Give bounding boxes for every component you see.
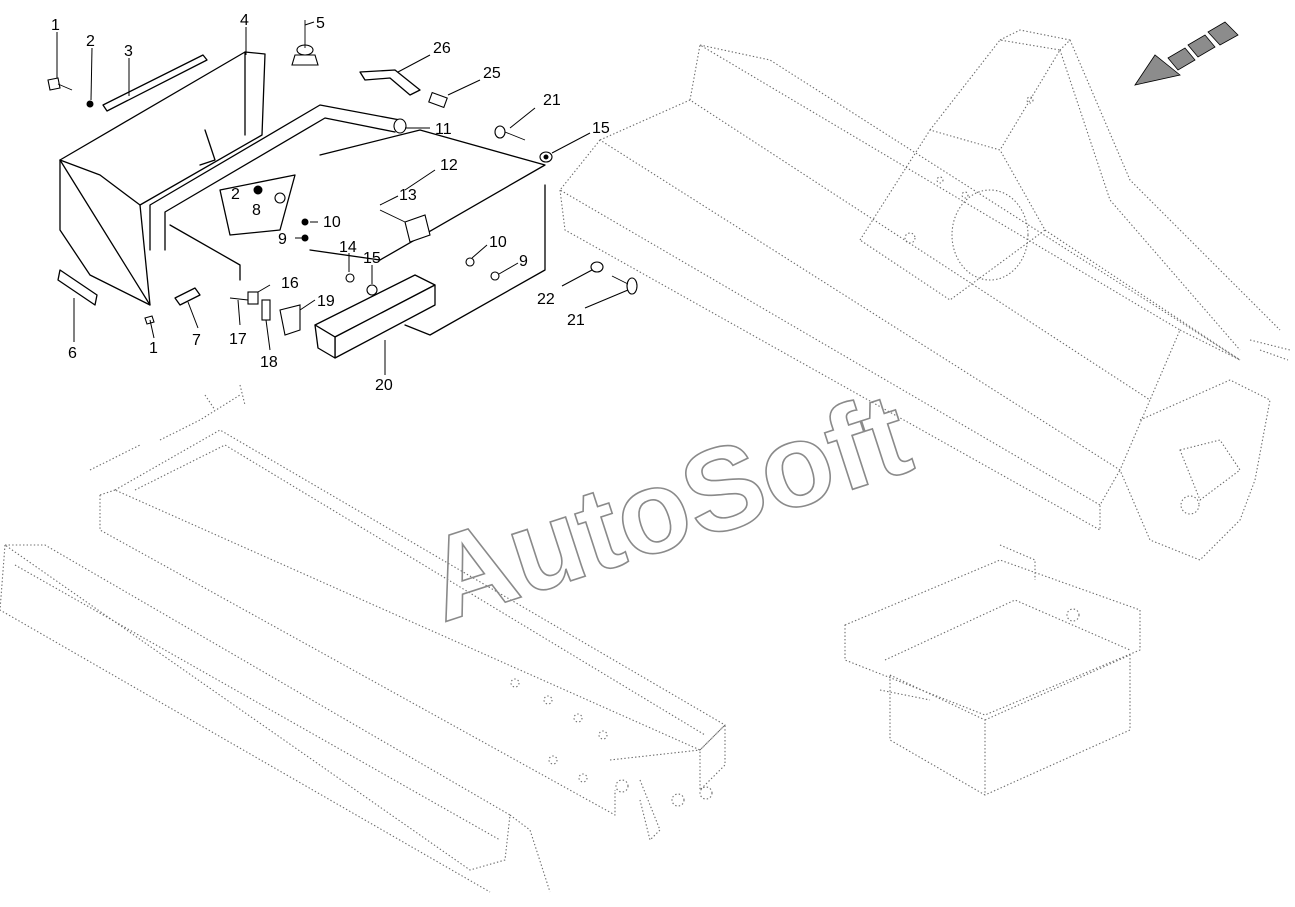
- watermark-text: AutoSoft: [410, 368, 924, 647]
- callout-13: 13: [399, 187, 417, 204]
- callout-26: 26: [433, 40, 451, 57]
- callout-3: 3: [124, 43, 133, 60]
- callout-18: 18: [260, 354, 278, 371]
- callout-1-bottom: 1: [149, 340, 158, 357]
- mount-plate-part-12: [169, 129, 546, 336]
- strip-part-3: [102, 54, 208, 112]
- callout-8: 8: [252, 202, 261, 219]
- callout-10-inner: 10: [323, 214, 341, 231]
- callout-15-mid: 15: [363, 250, 381, 267]
- callout-1-top: 1: [51, 17, 60, 34]
- callout-19: 19: [317, 293, 335, 310]
- leader-lines: [56, 21, 629, 375]
- callout-10-right: 10: [489, 234, 507, 251]
- callout-12: 12: [440, 157, 458, 174]
- callout-6: 6: [68, 345, 77, 362]
- hardware: [47, 20, 638, 336]
- callout-14: 14: [339, 239, 357, 256]
- callout-5: 5: [316, 15, 325, 32]
- callout-7: 7: [192, 332, 201, 349]
- callout-4: 4: [240, 12, 249, 29]
- callout-21-bottom: 21: [567, 312, 585, 329]
- callout-25: 25: [483, 65, 501, 82]
- callout-17: 17: [229, 331, 247, 348]
- callout-labels: 1 2 3 4 5 26 25 21 15 11 12 2 8 13 10 9 …: [51, 12, 610, 394]
- side-skirt-frame-dotted: [89, 384, 726, 841]
- rail-part-20: [314, 274, 436, 359]
- bracket-part-6: [57, 269, 98, 306]
- autosoft-watermark: AutoSoft: [410, 367, 926, 648]
- callout-20: 20: [375, 377, 393, 394]
- callout-9-right: 9: [519, 253, 528, 270]
- mower-frame-dotted: [559, 29, 1291, 561]
- cover-plate-dotted: [0, 544, 551, 893]
- callout-2-top: 2: [86, 33, 95, 50]
- callout-21-top: 21: [543, 92, 561, 109]
- callout-11: 11: [435, 121, 452, 138]
- callout-9-inner: 9: [278, 231, 287, 248]
- guard-box-dotted: [844, 544, 1141, 796]
- callout-15-top: 15: [592, 120, 610, 137]
- callout-22: 22: [537, 291, 555, 308]
- hood-part-4: [59, 51, 266, 306]
- callout-16: 16: [281, 275, 299, 292]
- handle-bar-part-11: [149, 104, 407, 251]
- direction-arrow-icon: [1134, 21, 1239, 86]
- callout-2-inner: 2: [231, 186, 240, 203]
